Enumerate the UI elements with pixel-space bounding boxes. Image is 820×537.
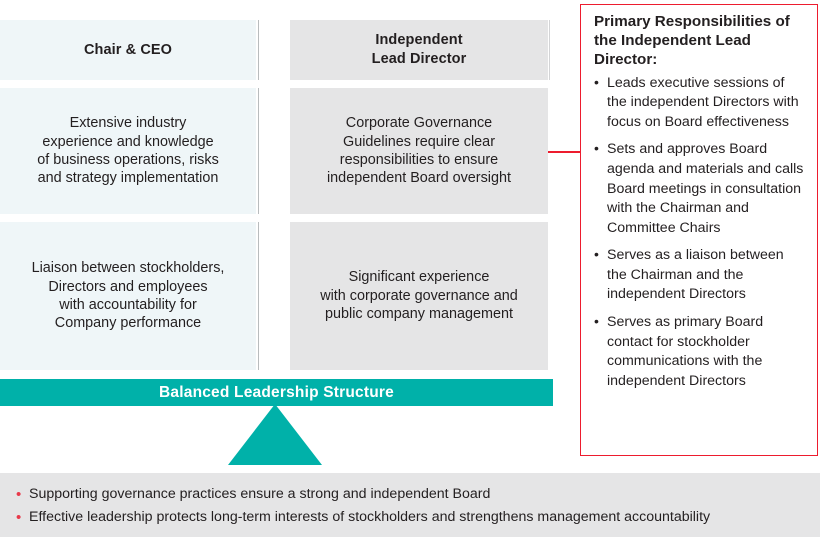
bullet-icon: • — [16, 486, 22, 503]
gray-column-edge-top — [549, 20, 550, 80]
list-item: • Serves as a liaison between the Chairm… — [594, 246, 805, 305]
primary-responsibilities-panel: Primary Responsibilities of the Independ… — [580, 4, 818, 456]
column-divider-top — [258, 20, 259, 80]
bullet-icon: • — [594, 73, 599, 90]
footer-notes-box: • Supporting governance practices ensure… — [0, 473, 820, 537]
chair-ceo-header: Chair & CEO — [0, 20, 256, 80]
chair-ceo-cell-1: Extensive industry experience and knowle… — [0, 88, 256, 214]
list-item-text: Effective leadership protects long-term … — [29, 509, 711, 525]
chair-ceo-cell-2: Liaison between stockholders, Directors … — [0, 222, 256, 370]
list-item: • Effective leadership protects long-ter… — [16, 506, 806, 529]
list-item-text: Supporting governance practices ensure a… — [29, 486, 491, 502]
bullet-icon: • — [16, 509, 22, 526]
bullet-icon: • — [594, 313, 599, 330]
independent-lead-director-cell-1: Corporate Governance Guidelines require … — [290, 88, 548, 214]
bullet-icon: • — [594, 246, 599, 263]
primary-responsibilities-title: Primary Responsibilities of the Independ… — [594, 13, 790, 68]
bullet-icon: • — [594, 140, 599, 157]
list-item-text: Sets and approves Board agenda and mater… — [607, 141, 804, 236]
column-divider-bottom — [258, 222, 259, 370]
list-item-text: Leads executive sessions of the independ… — [607, 74, 799, 130]
list-item: • Serves as primary Board contact for st… — [594, 313, 805, 391]
list-item: • Supporting governance practices ensure… — [16, 483, 806, 506]
footer-notes-list: • Supporting governance practices ensure… — [16, 483, 806, 529]
primary-responsibilities-list: • Leads executive sessions of the indepe… — [594, 74, 805, 392]
fulcrum-triangle-icon — [228, 404, 322, 465]
list-item: • Sets and approves Board agenda and mat… — [594, 140, 805, 238]
connector-line — [548, 151, 582, 153]
column-divider-middle — [258, 88, 259, 214]
balanced-leadership-banner: Balanced Leadership Structure — [0, 379, 553, 406]
list-item-text: Serves as a liaison between the Chairman… — [607, 247, 784, 303]
independent-lead-director-header: Independent Lead Director — [290, 20, 548, 80]
independent-lead-director-cell-2: Significant experience with corporate go… — [290, 222, 548, 370]
list-item-text: Serves as primary Board contact for stoc… — [607, 314, 764, 389]
list-item: • Leads executive sessions of the indepe… — [594, 74, 805, 133]
